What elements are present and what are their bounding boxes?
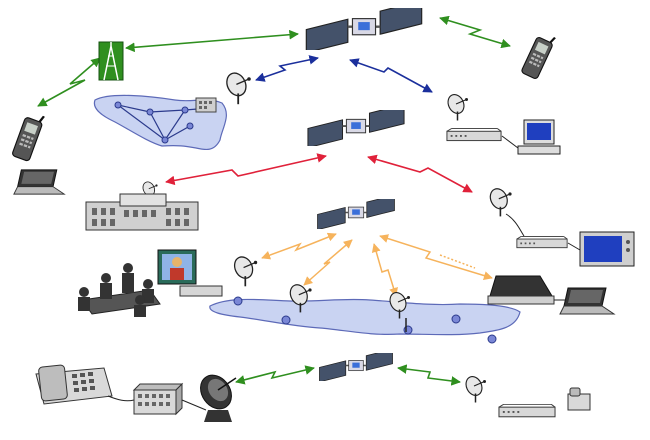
laptop-icon-right: [559, 287, 615, 315]
cable-desk-phone: [107, 395, 135, 402]
desktop-computer-icon: [501, 119, 561, 155]
router-icon: [195, 97, 217, 113]
dish-antenna-icon-upper-left: [222, 70, 252, 106]
cable-right-middle: [505, 213, 525, 237]
modem-icon-right-middle: [516, 236, 568, 249]
network-cloud-lower: [209, 298, 521, 336]
mobile-phone-icon-left: [10, 108, 47, 163]
green-links: [37, 15, 511, 386]
video-conference-icon: [78, 249, 223, 317]
laptop-icon-left: [13, 169, 65, 195]
orange-links: [261, 232, 493, 297]
red-links: [165, 153, 473, 193]
dish-antenna-icon-right-middle: [486, 186, 513, 218]
upper-network-nodes: [114, 101, 194, 144]
desk-phone-icon: [35, 364, 113, 405]
building-icon: [85, 193, 199, 231]
lower-network-nodes: [233, 296, 497, 344]
modem-icon-upper-right: [446, 128, 502, 142]
modem-icon-bottom-right: [498, 404, 556, 418]
satellite-icon-middle: [316, 199, 396, 229]
dish-antenna-icon-upper-right: [444, 92, 469, 122]
satellite-icon-top: [305, 8, 423, 50]
small-phone-icon: [567, 387, 591, 411]
vsat-terminal-icon: [487, 275, 555, 305]
dish-antenna-icon-large: [200, 374, 237, 422]
cell-tower-icon: [98, 41, 124, 81]
blue-links: [255, 55, 433, 93]
satellite-icon-bottom: [318, 353, 394, 381]
dish-antenna-icon-bottom-right: [462, 374, 487, 404]
dish-antenna-icon-conference: [230, 254, 259, 288]
pbx-switch-icon: [132, 382, 184, 416]
satellite-icon-upper-middle: [306, 110, 406, 146]
mobile-phone-icon-right: [519, 29, 558, 81]
television-icon: [579, 231, 635, 267]
